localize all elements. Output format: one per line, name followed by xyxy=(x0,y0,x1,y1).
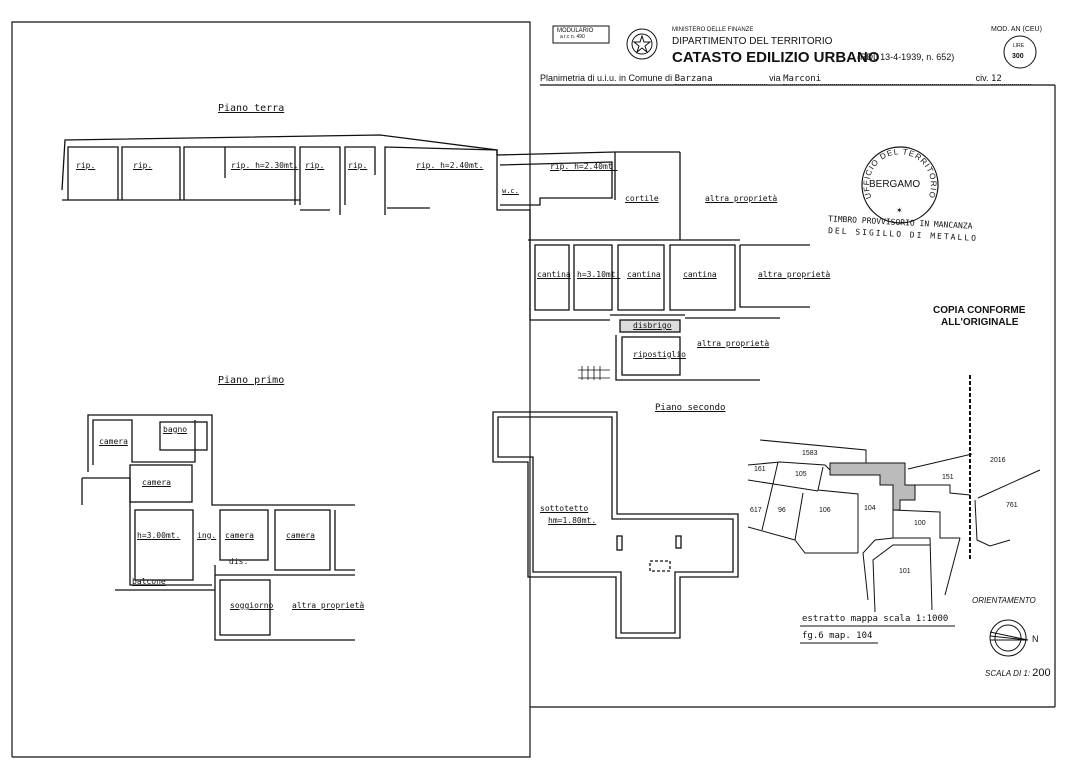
room-label: camera xyxy=(142,478,171,487)
civ-label: civ. xyxy=(975,73,989,83)
parcel-label: 96 xyxy=(778,507,786,514)
room-label: cortile xyxy=(625,194,659,203)
via-value: Marconi xyxy=(783,75,974,85)
comune-value: Barzana xyxy=(674,75,767,85)
department-label: DIPARTIMENTO DEL TERRITORIO xyxy=(672,36,833,47)
room-label: rip. h=2.40mt. xyxy=(416,161,484,170)
room-label: balcone xyxy=(132,577,166,586)
seal-star-icon: ✶ xyxy=(896,206,904,215)
planimetria-line: Planimetria di u.i.u. in Comune di Barza… xyxy=(540,73,1032,85)
room-label: h=3.10mt. xyxy=(577,270,621,279)
parcel-label: 1583 xyxy=(802,450,818,457)
seal-city: BERGAMO xyxy=(869,179,921,190)
parcel-label: 104 xyxy=(864,505,876,512)
civ-value: 12 xyxy=(991,75,1032,85)
room-label: altra proprietà xyxy=(292,601,365,610)
second-floor-plan xyxy=(492,411,739,639)
modulario-label: MODULARIO xyxy=(557,28,594,34)
map-caption-scale: estratto mappa scala 1:1000 xyxy=(802,614,949,624)
via-label: via xyxy=(769,73,781,83)
seal-circle xyxy=(861,146,939,224)
room-label: h=3.00mt. xyxy=(137,531,181,540)
room-label: bagno xyxy=(163,425,188,434)
room-label: rip. xyxy=(76,161,96,170)
room-label: camera xyxy=(225,531,254,540)
room-label: altra proprietà xyxy=(705,194,778,203)
parcel-label: 761 xyxy=(1006,502,1018,509)
chimney-icon xyxy=(616,535,623,551)
planimetria-label: Planimetria di u.i.u. in Comune di xyxy=(540,73,673,83)
north-arrow-icon xyxy=(989,619,1029,657)
document-title: CATASTO EDILIZIO URBANO xyxy=(672,49,880,66)
first-floor-plan xyxy=(81,414,355,641)
room-label: camera xyxy=(286,531,315,540)
ground-floor-plan xyxy=(61,134,810,381)
cadastral-map xyxy=(747,375,1041,644)
parcel-label: 161 xyxy=(754,466,766,473)
parcel-label: 105 xyxy=(795,471,807,478)
copy-stamp-line1: COPIA CONFORME xyxy=(933,305,1026,316)
parcel-label: 151 xyxy=(942,474,954,481)
emblem-icon xyxy=(626,28,658,60)
room-label: altra proprietà xyxy=(758,270,831,279)
modulario-box xyxy=(552,25,610,44)
lire-stamp xyxy=(1003,35,1037,69)
room-label: altra proprietà xyxy=(697,339,770,348)
room-label: ripostiglio xyxy=(633,350,686,359)
orientation-label: ORIENTAMENTO xyxy=(972,596,1036,605)
lire-value: 300 xyxy=(1012,53,1024,60)
room-label: rip. xyxy=(133,161,153,170)
seal-ring-text: UFFICIO DEL TERRITORIO xyxy=(862,147,937,200)
room-label: rip. xyxy=(348,161,368,170)
model-code: MOD. AN (CEU) xyxy=(991,26,1042,33)
copy-stamp-line2: ALL'ORIGINALE xyxy=(941,317,1019,328)
room-label: soggiorno xyxy=(230,601,274,610)
room-label: sottotetto xyxy=(540,504,589,513)
ground-floor-title: Piano terra xyxy=(218,103,285,114)
parcel-label: 617 xyxy=(750,507,762,514)
first-floor-title: Piano primo xyxy=(218,375,285,386)
room-label: disbrigo xyxy=(633,321,672,330)
parcel-label: 101 xyxy=(899,568,911,575)
room-label: cantina xyxy=(627,270,661,279)
room-label: ing. xyxy=(197,531,217,540)
room-label: rip. h=2.30mt. xyxy=(231,161,299,170)
sheet-frame xyxy=(11,21,1056,758)
scale-text: SCALA DI 1: xyxy=(985,669,1031,678)
stairs-icon xyxy=(578,366,610,380)
title-reference: (RDL 13-4-1939, n. 652) xyxy=(857,52,955,62)
scale-value: 200 xyxy=(1032,667,1051,679)
room-height-label: hm=1.80mt. xyxy=(548,516,597,525)
modulario-code: a r.c n. 490 xyxy=(560,34,585,40)
room-label: rip. h=2.40mt. xyxy=(550,162,618,171)
map-caption-sheet: fg.6 map. 104 xyxy=(802,631,873,641)
second-floor-title: Piano secondo xyxy=(655,403,726,413)
north-label: N xyxy=(1032,634,1039,644)
parcel-label: 2016 xyxy=(990,457,1006,464)
room-label: dis. xyxy=(229,557,249,566)
lire-label: LIRE xyxy=(1013,43,1025,49)
parcel-label: 100 xyxy=(914,520,926,527)
room-label: cantina xyxy=(537,270,571,279)
room-label: camera xyxy=(99,437,128,446)
seal-ring-text-path: UFFICIO DEL TERRITORIO xyxy=(862,147,938,200)
ministry-label: MINISTERO DELLE FINANZE xyxy=(672,27,754,33)
chimney-icon xyxy=(675,535,682,549)
skylight-icon xyxy=(649,560,671,572)
room-label: cantina xyxy=(683,270,717,279)
subject-parcel-hatch xyxy=(829,462,916,511)
room-label: rip. xyxy=(305,161,325,170)
scale-label: SCALA DI 1: 200 xyxy=(985,668,1051,679)
parcel-label: 106 xyxy=(819,507,831,514)
room-label: w.c. xyxy=(502,187,519,195)
